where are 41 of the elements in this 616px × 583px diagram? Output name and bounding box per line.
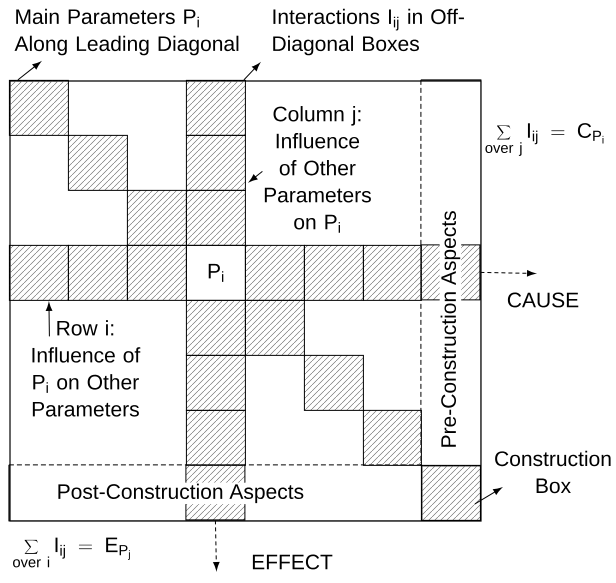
hatched-cell <box>420 464 481 521</box>
parameter-cell: P$_{i}$ <box>186 244 246 301</box>
annotation-text: Column j: Influence of Other Parameters on P$_{i}$ <box>264 106 371 233</box>
hatched-cell <box>304 244 364 301</box>
hatched-cell <box>244 244 305 301</box>
leader-arrow <box>17 62 41 80</box>
hatched-cell <box>186 134 246 191</box>
sum-formula: $\sum\limits_{\mathrm{over\ j}} \mathrm{I}_{\mathrm{ij}} \;=\; \mathrm{C}_{\mathrm{P}_{\mathrm{i}}}$ <box>485 123 604 156</box>
hatched-cell <box>186 410 246 466</box>
edge-label: EFFECT <box>252 554 332 570</box>
hatched-cell <box>126 244 187 301</box>
dashed-band <box>420 79 482 466</box>
hatched-cell <box>126 190 187 246</box>
hatched-cell <box>244 300 305 356</box>
annotation-text: Construction Box <box>495 450 611 494</box>
band-label: Post-Construction Aspects <box>56 482 306 504</box>
hatched-cell <box>68 244 128 301</box>
hatched-cell <box>186 190 246 246</box>
leader-arrow <box>249 170 263 182</box>
hatched-cell <box>186 300 246 356</box>
dashed-arrow <box>213 520 220 570</box>
hatched-cell <box>68 134 128 191</box>
leader-arrow <box>46 302 52 337</box>
hatched-cell <box>186 80 246 136</box>
leader-arrow <box>474 488 502 504</box>
sum-formula: $\sum\limits_{\mathrm{over\ i}} \mathrm{I}_{\mathrm{ij}} \;=\; \mathrm{E}_{\mathrm{P}_{\mathrm{j}}}$ <box>13 538 130 568</box>
matrix-box <box>9 80 482 522</box>
edge-label: CAUSE <box>508 292 578 308</box>
dashed-band <box>8 464 422 522</box>
hatched-cell <box>362 244 422 301</box>
hatched-cell <box>186 354 246 411</box>
hatched-cell <box>362 410 422 466</box>
hatched-cell <box>8 244 69 301</box>
annotation-text: Main Parameters P$_{i}$ Along Leading Diagonal <box>14 8 238 56</box>
hatched-cell <box>304 354 364 411</box>
leader-arrow <box>243 62 260 80</box>
hatched-cell <box>8 80 69 136</box>
annotation-text: Interactions I$_{ij}$ in Off-Diagonal Boxes <box>273 8 464 56</box>
annotation-text: Row i: Influence of P$_{i}$ on Other Parameters <box>32 320 140 417</box>
band-label: Pre-Construction Aspects <box>440 209 462 450</box>
dashed-arrow <box>480 270 536 276</box>
